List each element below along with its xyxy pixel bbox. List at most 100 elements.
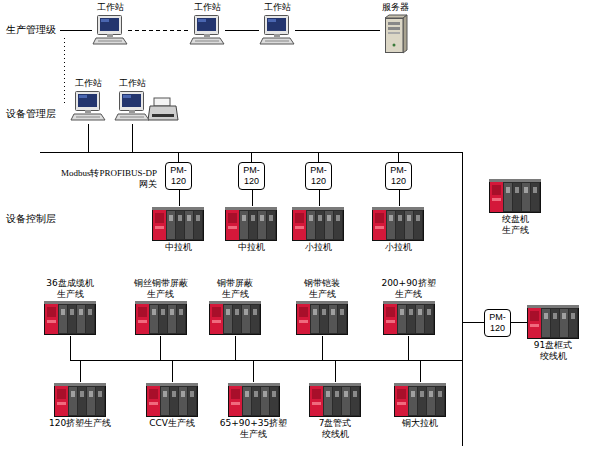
workstation-unit: 工作站: [259, 2, 295, 47]
icon-holder: [114, 90, 150, 122]
icon-holder: [44, 301, 96, 335]
icon-holder: [70, 90, 106, 122]
plc-unit: 钢带铠装 生产线: [296, 278, 348, 336]
gateway-box: PM-120: [385, 162, 412, 190]
workstation-unit: 工作站: [189, 2, 225, 47]
plc-icon: [394, 383, 446, 417]
plc-unit: 铜丝铜带屏蔽 生产线: [132, 278, 189, 336]
connector-line: [399, 190, 400, 206]
drop-line: [178, 152, 179, 162]
workstation-unit: 工作站: [92, 2, 128, 47]
drop-line: [160, 336, 161, 360]
gateway-label: PM-120: [169, 165, 188, 187]
bus-line: [462, 152, 463, 446]
unit-label: 中拉机: [238, 242, 265, 253]
plc-unit: 65+90+35挤塑 生产线: [218, 382, 289, 440]
bus-line: [70, 360, 463, 361]
workstation-icon: [189, 14, 225, 46]
icon-holder: [259, 14, 295, 46]
plc-unit: 中拉机: [152, 206, 204, 253]
drop-line: [322, 336, 323, 360]
icon-holder: [189, 14, 225, 46]
plc-unit: 36盘成缆机 生产线: [44, 278, 96, 336]
level-label: 设备管理层: [6, 108, 56, 120]
icon-holder: [228, 383, 280, 417]
unit-label: 工作站: [97, 2, 124, 13]
icon-holder: [296, 301, 348, 335]
connector-line: [179, 190, 180, 206]
unit-label: 铜丝铜带屏蔽 生产线: [132, 278, 189, 300]
plc-icon: [383, 301, 435, 335]
unit-label: CCV生产线: [149, 418, 195, 429]
drop-line: [253, 360, 254, 382]
icon-holder: [135, 301, 187, 335]
plc-icon: [209, 301, 261, 335]
plc-icon: [296, 301, 348, 335]
unit-label: 工作站: [75, 78, 102, 89]
plc-unit: 小拉机: [292, 206, 344, 253]
unit-label: 工作站: [264, 2, 291, 13]
plc-icon: [372, 207, 424, 241]
drop-line: [172, 360, 173, 382]
workstation-icon: [259, 14, 295, 46]
connector-line: [252, 190, 253, 206]
server-icon: [380, 14, 410, 54]
gateway-box: PM-120: [484, 309, 511, 337]
drop-line: [420, 360, 421, 382]
plc-icon: [44, 301, 96, 335]
gateway-box: PM-120: [238, 162, 265, 190]
plc-unit: 7盘管式 绞线机: [309, 382, 361, 440]
drop-line: [132, 124, 133, 152]
drop-line: [88, 124, 89, 152]
unit-label: 铜大拉机: [402, 418, 438, 429]
icon-holder: [489, 179, 541, 213]
icon-holder: [383, 301, 435, 335]
printer-paper: [154, 98, 170, 106]
drop-line: [318, 152, 319, 162]
gateway-label: PM-120: [242, 165, 261, 187]
workstation-icon: [114, 90, 150, 122]
icon-holder: [309, 383, 361, 417]
gateway-box: PM-120: [165, 162, 192, 190]
plc-icon: [135, 301, 187, 335]
unit-label: 钢带铠装 生产线: [303, 278, 342, 300]
gateway-label: PM-120: [488, 312, 507, 334]
icon-holder: [380, 14, 410, 54]
printer-icon: [148, 98, 178, 120]
icon-holder: [92, 14, 128, 46]
icon-holder: [225, 207, 277, 241]
edge-layer: [128, 31, 527, 323]
connector-line: [511, 322, 527, 323]
drop-line: [251, 152, 252, 162]
plc-unit: 91盘框式 绞线机: [527, 304, 579, 362]
drop-line: [408, 336, 409, 360]
unit-label: 7盘管式 绞线机: [317, 418, 353, 440]
plc-unit: 120挤塑生产线: [49, 382, 111, 429]
gateway-note: Modbus转PROFIBUS-DP 网关: [52, 168, 157, 190]
plc-icon: [228, 383, 280, 417]
unit-label: 工作站: [194, 2, 221, 13]
unit-label: 200+90挤塑 生产线: [380, 278, 437, 300]
plc-icon: [292, 207, 344, 241]
workstation-unit: 工作站: [114, 78, 150, 123]
plc-icon: [309, 383, 361, 417]
icon-holder: [292, 207, 344, 241]
unit-label: 铜带屏蔽 生产线: [216, 278, 255, 300]
drop-line: [398, 152, 399, 162]
drop-line: [80, 360, 81, 382]
plc-icon: [489, 179, 541, 213]
icon-holder: [209, 301, 261, 335]
dotted-line: [64, 38, 65, 106]
unit-label: 绞盘机 生产线: [500, 214, 531, 236]
server-unit: 服务器: [380, 2, 410, 55]
plc-unit: 铜带屏蔽 生产线: [209, 278, 261, 336]
icon-holder: [394, 383, 446, 417]
workstation-icon: [70, 90, 106, 122]
connector-line: [225, 30, 259, 31]
plc-icon: [146, 383, 198, 417]
unit-label: 工作站: [119, 78, 146, 89]
unit-label: 服务器: [382, 2, 409, 13]
drop-line: [235, 336, 236, 360]
unit-label: 65+90+35挤塑 生产线: [218, 418, 289, 440]
unit-label: 中拉机: [165, 242, 192, 253]
